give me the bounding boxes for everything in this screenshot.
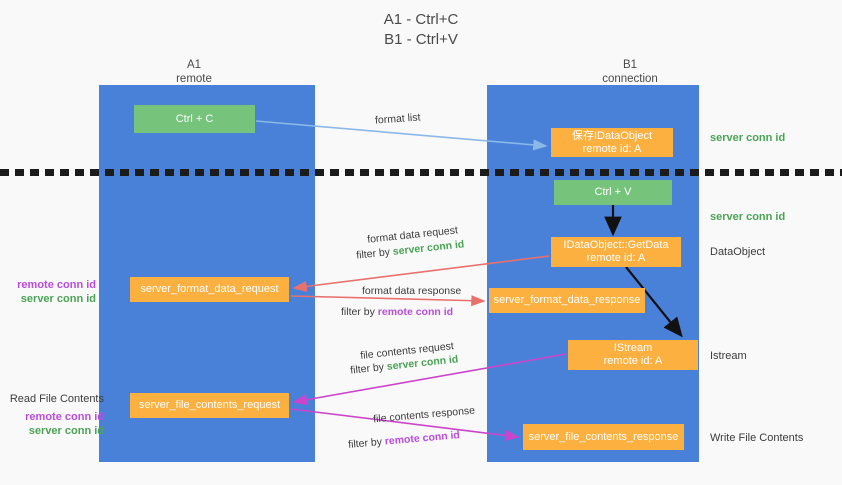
edge-label-format-data-response: format data response: [362, 285, 462, 297]
node-get-data[interactable]: IDataObject::GetData remote id: A: [551, 237, 681, 267]
annotation-istream: Istream: [710, 350, 747, 362]
edge-label-format-list: format list: [374, 111, 421, 127]
filter-prefix: filter by: [355, 245, 394, 262]
annotation-server-conn-id-2: server conn id: [28, 425, 104, 437]
annotation-remote-conn-id-2: remote conn id: [25, 411, 104, 423]
node-get-data-label2: remote id: A: [586, 252, 646, 264]
node-istream-label2: remote id: A: [603, 355, 663, 367]
node-server-file-contents-response[interactable]: server_file_contents_response: [523, 424, 684, 450]
lane-a1-subtitle: remote: [176, 73, 212, 85]
edge-label-format-data-response-filter: filter by remote conn id: [341, 305, 453, 319]
annotation-dataobject: DataObject: [710, 246, 766, 258]
title-line-1: A1 - Ctrl+C: [383, 11, 459, 28]
filter-prefix: filter by: [341, 306, 378, 318]
node-server-format-data-response-label: server_format_data_response: [493, 294, 641, 306]
title-line-2: B1 - Ctrl+V: [384, 31, 458, 48]
page-title: A1 - Ctrl+C B1 - Ctrl+V: [0, 10, 842, 50]
node-ctrl-v-label: Ctrl + V: [594, 186, 632, 198]
filter-prefix: filter by: [349, 360, 388, 377]
annotation-server-conn-id-1: server conn id: [20, 293, 96, 305]
node-data-object-label: 保存IDataObject: [571, 129, 653, 142]
filter-value-remote-conn-id: remote conn id: [384, 429, 461, 448]
lane-b1-subtitle: connection: [602, 73, 658, 85]
lane-header-b1: B1 connection: [565, 58, 695, 86]
annotation-conn-ids-file: remote conn id server conn id: [8, 410, 104, 438]
node-ctrl-c[interactable]: Ctrl + C: [134, 105, 255, 133]
node-server-format-data-request-label: server_format_data_request: [140, 283, 279, 295]
node-server-format-data-request[interactable]: server_format_data_request: [130, 277, 289, 302]
node-get-data-label: IDataObject::GetData: [563, 239, 669, 251]
filter-value-remote-conn-id: remote conn id: [377, 306, 454, 318]
node-server-file-contents-response-label: server_file_contents_response: [528, 430, 679, 443]
edge-label-file-contents-response-filter: filter by remote conn id: [348, 428, 461, 452]
annotation-write-file-contents: Write File Contents: [710, 432, 804, 444]
lane-header-a1: A1 remote: [129, 58, 259, 86]
node-server-file-contents-request-label: server_file_contents_request: [138, 399, 281, 411]
phase-separator-dashed-line: [0, 169, 842, 176]
lane-b1-name: B1: [622, 59, 638, 71]
node-data-object[interactable]: 保存IDataObject remote id: A: [551, 128, 673, 157]
node-data-object-label2: remote id: A: [582, 142, 642, 155]
node-server-file-contents-request[interactable]: server_file_contents_request: [130, 393, 289, 418]
annotation-server-conn-id-mid: server conn id: [710, 211, 786, 223]
lane-a1-name: A1: [186, 59, 202, 71]
node-ctrl-v[interactable]: Ctrl + V: [554, 180, 672, 205]
node-server-format-data-response[interactable]: server_format_data_response: [489, 288, 645, 313]
annotation-remote-conn-id-1: remote conn id: [17, 279, 96, 291]
filter-prefix: filter by: [347, 435, 386, 451]
annotation-server-conn-id-top: server conn id: [710, 132, 786, 144]
edge-label-file-contents-response: file contents response: [372, 404, 476, 426]
node-ctrl-c-label: Ctrl + C: [175, 112, 214, 125]
annotation-conn-ids-format: remote conn id server conn id: [8, 278, 96, 306]
annotation-read-file-contents: Read File Contents: [9, 393, 104, 405]
node-istream-label: IStream: [613, 342, 653, 354]
node-istream[interactable]: IStream remote id: A: [568, 340, 698, 370]
